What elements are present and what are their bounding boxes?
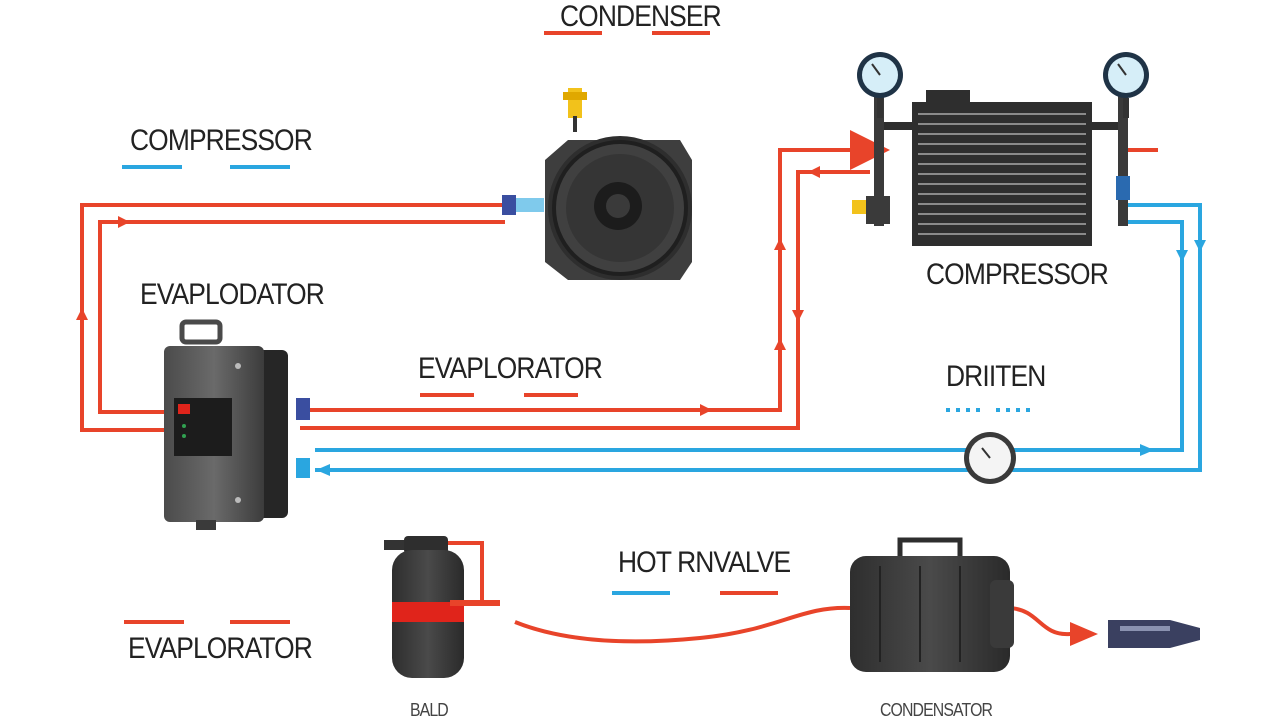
control-box bbox=[164, 319, 310, 530]
pressure-gauge-right bbox=[1103, 52, 1149, 118]
label-evaplodator: EVAPLODATOR bbox=[140, 278, 325, 311]
pressure-gauge-left bbox=[857, 52, 903, 118]
nozzle-icon bbox=[1108, 620, 1200, 648]
hot-line-arrows bbox=[76, 166, 820, 416]
flow-arrow bbox=[1070, 622, 1098, 646]
inline-gauge bbox=[964, 432, 1016, 484]
label-underlines bbox=[122, 31, 1036, 624]
connector-fitting bbox=[502, 195, 516, 215]
receiver-drier bbox=[384, 536, 500, 678]
label-driten: DRIITEN bbox=[946, 360, 1046, 393]
cold-line-arrows bbox=[316, 240, 1206, 476]
label-evaporator-bottom: EVAPLORATOR bbox=[128, 632, 313, 665]
label-condenser-top: CONDENSER bbox=[560, 0, 722, 33]
compressor bbox=[850, 537, 1014, 672]
fan-unit bbox=[502, 88, 692, 280]
condenser-unit bbox=[852, 90, 1130, 246]
label-compressor-right: COMPRESSOR bbox=[926, 258, 1109, 291]
label-compressor-left: COMPRESSOR bbox=[130, 124, 313, 157]
label-bottom-right-small: CONDENSATOR bbox=[880, 700, 993, 720]
label-hot-valve: HOT RNVALVE bbox=[618, 546, 791, 579]
label-evaporator-mid: EVAPLORATOR bbox=[418, 352, 603, 385]
compressor-icon bbox=[850, 556, 1010, 672]
label-bottom-left-small: BALD bbox=[410, 700, 449, 720]
nozzle bbox=[1108, 620, 1200, 648]
cold-lines bbox=[315, 203, 1202, 472]
